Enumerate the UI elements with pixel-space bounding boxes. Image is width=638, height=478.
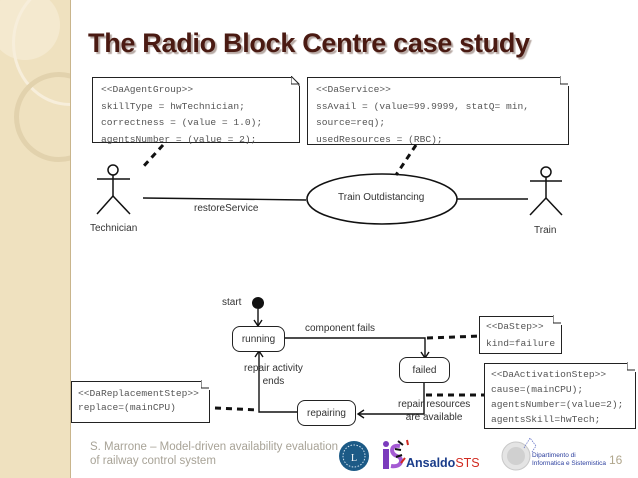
note-line: correctness = (value = 1.0); bbox=[101, 117, 263, 128]
association-label: restoreService bbox=[194, 203, 259, 214]
note-line: agentsSkill=hwTech; bbox=[491, 414, 601, 425]
actor-train-figure bbox=[529, 166, 563, 216]
note-da-activation-step: <<DaActivationStep>> cause=(mainCPU); ag… bbox=[484, 362, 637, 429]
note-line: usedResources = (RBC); bbox=[316, 133, 443, 145]
footer-line: of railway control system bbox=[90, 455, 216, 467]
note-da-service: <<DaService>> ssAvail = (value=99.9999, … bbox=[307, 76, 570, 145]
note-line: kind=failure bbox=[486, 337, 556, 349]
note-da-agent-group: <<DaAgentGroup>> skillType = hwTechnicia… bbox=[92, 76, 301, 145]
slide-title: The Radio Block Centre case study bbox=[88, 28, 530, 58]
label-line: are available bbox=[405, 412, 463, 423]
transition-label-repair-resources: repair resources are available bbox=[398, 398, 470, 424]
actor-technician-figure bbox=[96, 164, 131, 215]
sidebar-decoration bbox=[0, 0, 71, 478]
ansaldo-rays-icon bbox=[394, 439, 409, 464]
actor-technician-label: Technician bbox=[90, 223, 138, 234]
note-line: <<DaActivationStep>> bbox=[491, 369, 607, 380]
transition-repair-resources bbox=[359, 383, 425, 415]
note-da-replacement-step: <<DaReplacementStep>> replace=(mainCPU) bbox=[71, 380, 211, 423]
note-line: agentsNumber = (value = 2); bbox=[101, 133, 257, 145]
footer-text: S. Marrone – Model-driven availability e… bbox=[90, 440, 338, 468]
note-line: <<DaReplacementStep>> bbox=[78, 388, 199, 399]
label-line: ends bbox=[262, 376, 285, 387]
svg-text:L: L bbox=[351, 453, 357, 464]
dept-line: Dipartimento di bbox=[532, 452, 576, 459]
note-line: <<DaAgentGroup>> bbox=[101, 84, 194, 95]
university-seal-logo: L bbox=[339, 441, 369, 471]
note-line: <<DaStep>> bbox=[486, 321, 544, 332]
note-line: <<DaService>> bbox=[316, 84, 391, 95]
note-line: cause=(mainCPU); bbox=[491, 384, 584, 395]
page-number: 16 bbox=[609, 453, 623, 467]
start-node bbox=[252, 297, 264, 309]
start-label: start bbox=[222, 297, 242, 308]
actor-train-label: Train bbox=[534, 225, 557, 236]
note-line: ssAvail = (value=99.9999, statQ= min, bbox=[316, 100, 530, 112]
ansaldo-sts-logo: AnsaldoSTS bbox=[406, 456, 480, 470]
dipartimento-logo: Dipartimento di Informatica e Sistemisti… bbox=[532, 452, 606, 468]
note-link-step bbox=[426, 334, 483, 340]
dept-line: Informatica e Sistemistica bbox=[532, 460, 607, 467]
state-failed: failed bbox=[399, 357, 450, 383]
footer-line: S. Marrone – Model-driven availability e… bbox=[90, 441, 339, 453]
note-line: source=req); bbox=[316, 117, 386, 128]
label-line: repair resources bbox=[398, 399, 471, 410]
note-da-step: <<DaStep>> kind=failure bbox=[479, 315, 563, 354]
dipartimento-seal-icon bbox=[501, 437, 537, 471]
note-line: replace=(mainCPU) bbox=[78, 402, 176, 413]
is-logo bbox=[383, 441, 404, 469]
ansaldo-main: Ansaldo bbox=[406, 456, 456, 470]
ansaldo-accent: STS bbox=[455, 456, 480, 470]
state-running: running bbox=[232, 326, 285, 352]
note-link-service bbox=[394, 144, 418, 176]
transition-label-repair-activity: repair activity ends bbox=[244, 362, 303, 388]
note-link-agent-group bbox=[140, 143, 165, 170]
association-line-technician bbox=[142, 197, 307, 201]
note-link-replacement-step bbox=[214, 406, 259, 412]
note-line: skillType = hwTechnician; bbox=[101, 100, 245, 112]
state-repairing: repairing bbox=[297, 400, 356, 426]
transition-component-fails bbox=[285, 337, 426, 357]
use-case-label: Train Outdistancing bbox=[338, 192, 425, 203]
label-line: repair activity bbox=[244, 363, 303, 374]
transition-repair-ends bbox=[258, 352, 297, 413]
note-line: agentsNumber=(value=2); bbox=[491, 399, 624, 410]
transition-label-component-fails: component fails bbox=[305, 323, 376, 334]
